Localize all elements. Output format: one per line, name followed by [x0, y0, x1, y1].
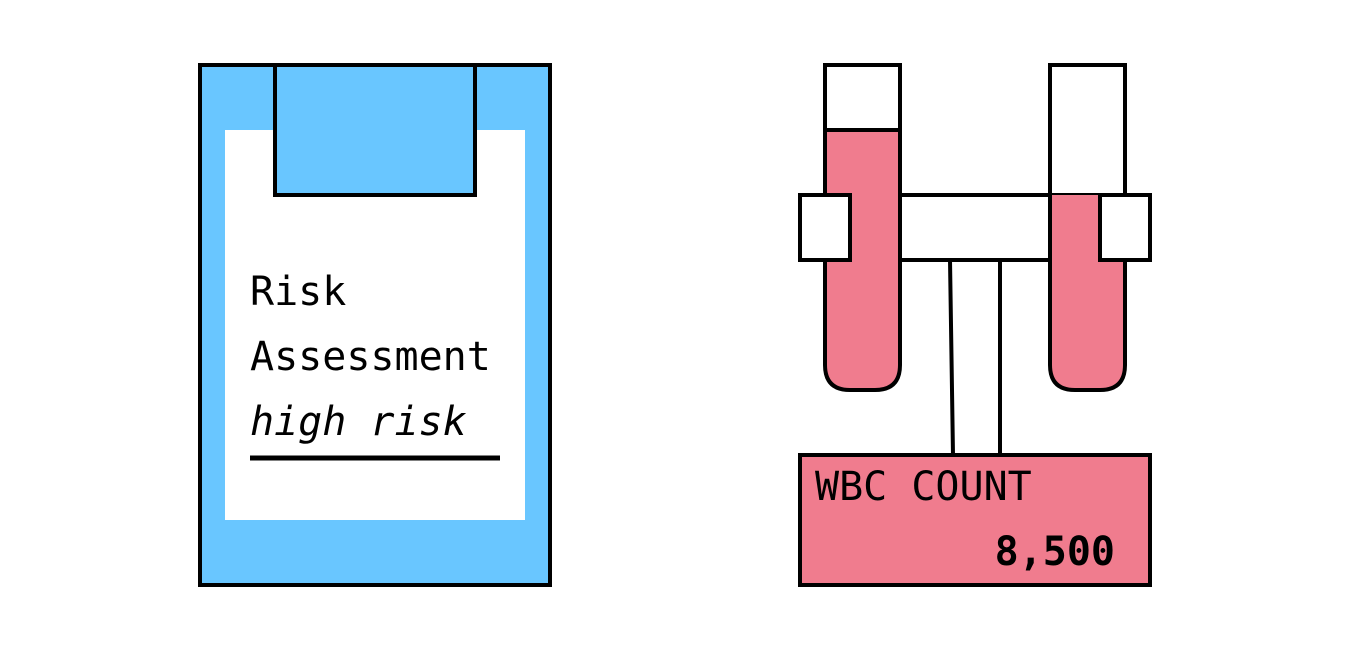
clipboard-title-line1: Risk: [250, 269, 346, 315]
clipboard-icon: Risk Assessment high risk: [198, 63, 552, 587]
test-tube-rack-icon: [798, 63, 1152, 457]
right-tube-outline: [1048, 63, 1127, 392]
wbc-panel-box: [798, 453, 1152, 587]
right-tube-clamp: [1098, 193, 1152, 262]
wbc-count-label: WBC COUNT: [815, 464, 1032, 510]
clipboard-status: high risk: [250, 399, 467, 445]
clipboard-title-line2: Assessment: [250, 334, 491, 380]
wbc-count-value: 8,500: [995, 529, 1115, 575]
clipboard-clip: [273, 63, 477, 197]
left-tube-outline: [823, 63, 902, 392]
left-tube-clamp: [798, 193, 852, 262]
wbc-count-panel: WBC COUNT 8,500: [798, 453, 1152, 587]
rack-stem: [900, 258, 1050, 457]
